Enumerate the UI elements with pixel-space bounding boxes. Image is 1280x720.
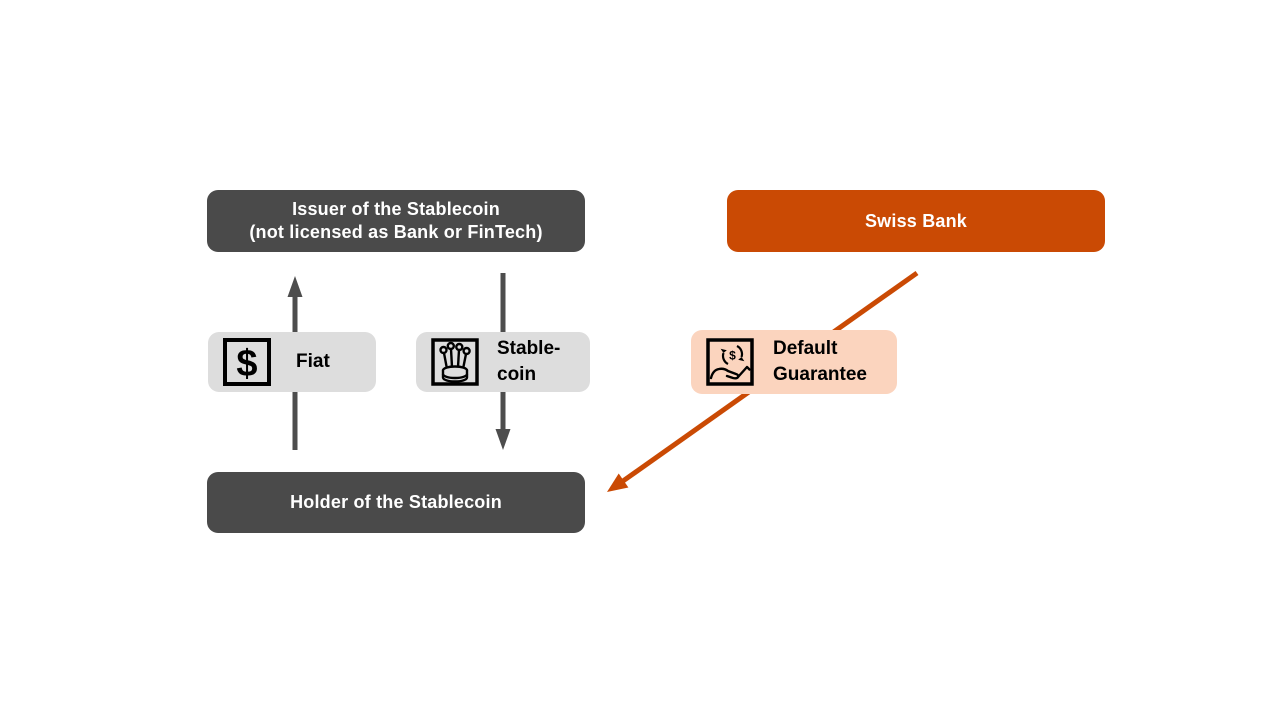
fiat-box: $ Fiat xyxy=(208,332,376,392)
hand-coin-refund-icon: $ xyxy=(705,338,755,386)
swiss-bank-label: Swiss Bank xyxy=(864,210,968,231)
swiss-bank-box: Swiss Bank xyxy=(727,190,1105,252)
fiat-label: Fiat xyxy=(296,351,330,372)
svg-text:$: $ xyxy=(236,343,257,385)
dollar-icon: $ xyxy=(222,338,272,386)
digital-coin-icon xyxy=(430,338,480,386)
default-guarantee-label-line2: Guarantee xyxy=(773,364,867,385)
stablecoin-label: Stable- coin xyxy=(497,336,560,388)
default-guarantee-box: $ Default Guarantee xyxy=(691,330,897,394)
holder-box: Holder of the Stablecoin xyxy=(207,472,585,533)
stablecoin-box: Stable- coin xyxy=(416,332,590,392)
issuer-label: Issuer of the Stablecoin (not licensed a… xyxy=(249,198,542,244)
issuer-label-line1: Issuer of the Stablecoin xyxy=(292,199,500,219)
stablecoin-label-line1: Stable- xyxy=(497,338,561,359)
issuer-label-line2: (not licensed as Bank or FinTech) xyxy=(249,222,543,242)
default-guarantee-label: Default Guarantee xyxy=(773,336,867,388)
holder-label: Holder of the Stablecoin xyxy=(290,492,502,512)
default-guarantee-label-line1: Default xyxy=(773,338,838,359)
svg-text:$: $ xyxy=(729,349,736,363)
stablecoin-label-line2: coin xyxy=(497,364,537,385)
issuer-box: Issuer of the Stablecoin (not licensed a… xyxy=(207,190,585,252)
